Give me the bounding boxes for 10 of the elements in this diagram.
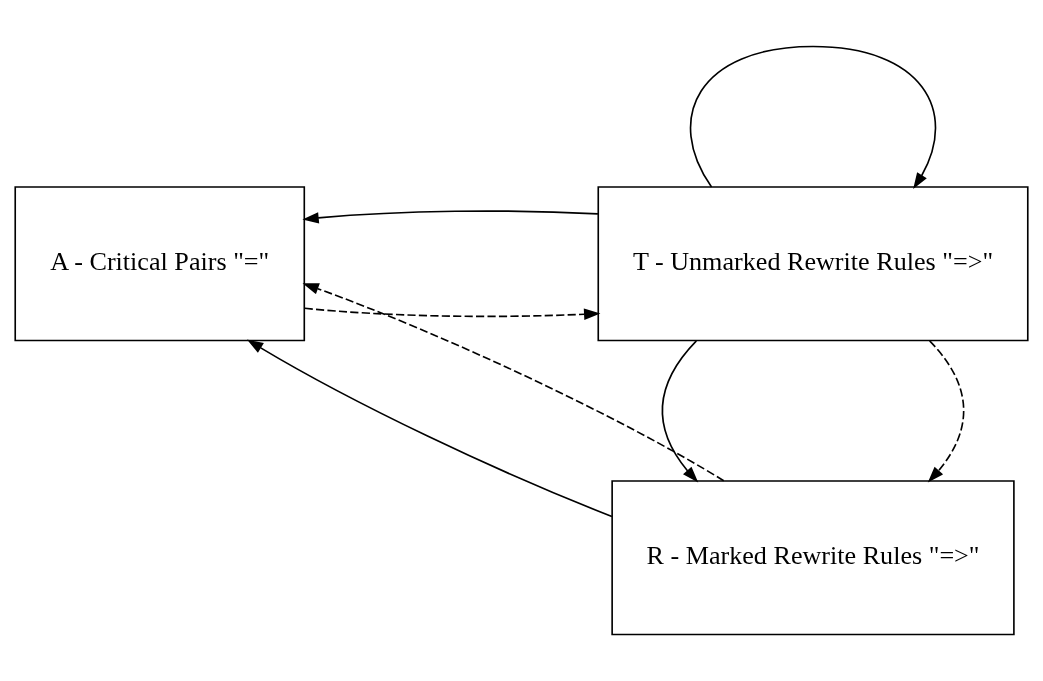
arrow: [302, 283, 725, 482]
arrow: [304, 307, 601, 320]
arrow: [661, 340, 699, 483]
node-box: A - Critical Pairs "=": [14, 186, 306, 342]
node-box: T - Unmarked Rewrite Rules "=>": [597, 186, 1029, 342]
arrow: [302, 210, 599, 224]
arrow: [690, 45, 937, 189]
arrow: [927, 340, 965, 483]
node-box: R - Marked Rewrite Rules "=>": [611, 480, 1015, 636]
arrow: [246, 339, 613, 518]
